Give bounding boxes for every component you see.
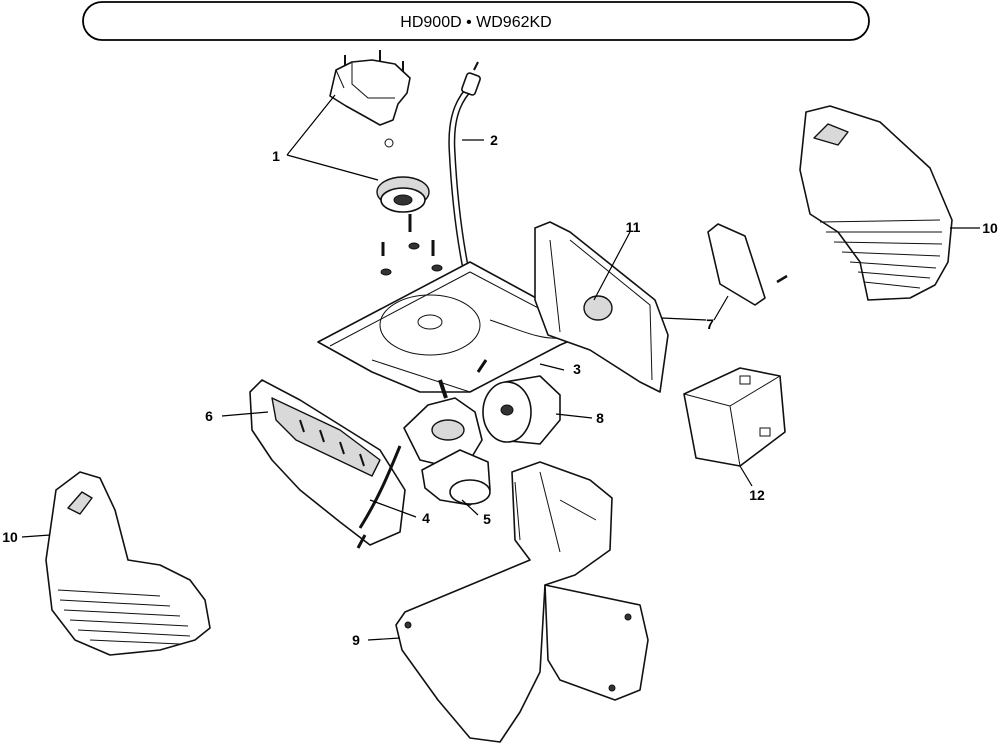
part-logic-board [249,379,406,549]
callout-12: 12 [749,487,765,503]
callout-2: 2 [490,132,498,148]
callout-10-right: 10 [982,220,998,236]
part-capacitor [482,375,561,445]
callout-1: 1 [272,148,280,164]
part-end-cover [395,461,649,743]
callout-7: 7 [706,316,714,332]
leader-lines [21,94,980,641]
part-end-panel [534,221,669,393]
part-lens-right [799,105,953,301]
title-frame [82,1,870,41]
callout-6: 6 [205,408,213,424]
title-bar: HD900D • WD962KD [82,1,870,41]
part-cover-plate [707,223,788,306]
part-lens-left [45,471,211,656]
diagram-title: HD900D • WD962KD [400,14,551,31]
callout-10-left: 10 [2,529,18,545]
part-transformer [683,367,786,467]
callout-4: 4 [422,510,430,526]
callout-5: 5 [483,511,491,527]
callout-8: 8 [596,410,604,426]
callout-3: 3 [573,361,581,377]
part-sprocket-assembly [329,50,443,276]
callout-9: 9 [352,632,360,648]
callout-11: 11 [626,219,641,235]
part-motor [358,379,491,529]
part-power-cord [448,61,481,271]
